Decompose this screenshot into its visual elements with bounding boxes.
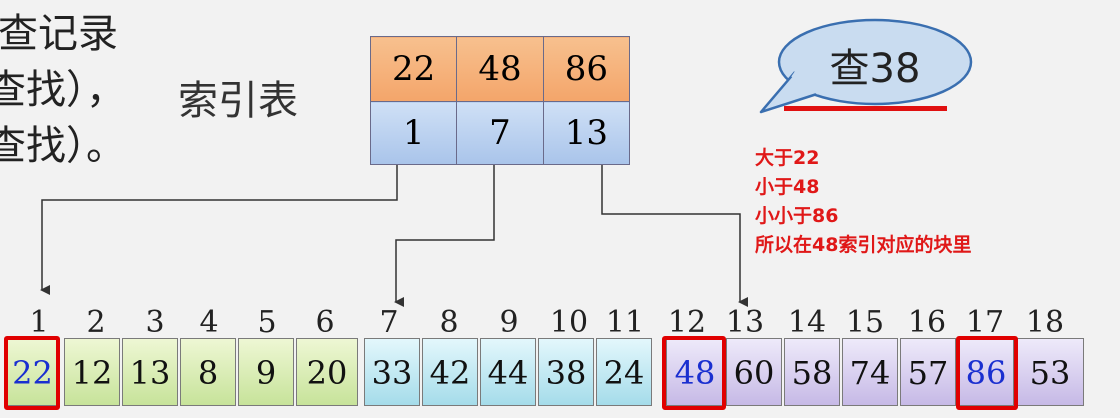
array-cell: 60 [726, 338, 782, 406]
index-start-cell: 7 [456, 101, 544, 165]
array-index: 1 [29, 305, 49, 340]
array-index: 14 [787, 305, 827, 340]
pointer-arrow-block-1 [40, 165, 398, 295]
index-table: 22 48 86 1 7 13 [369, 36, 631, 165]
index-key-cell: 48 [456, 36, 544, 102]
index-start-cell: 1 [369, 101, 458, 165]
array-cell: 9 [238, 338, 294, 406]
array-cell: 58 [784, 338, 840, 406]
array-cell: 22 [7, 338, 58, 406]
array-index: 2 [86, 305, 106, 340]
array-cell: 53 [1016, 338, 1084, 406]
cut-text-line-1: 查记录 [0, 11, 118, 57]
query-text: 查38 [829, 46, 921, 92]
highlight-box-22 [4, 336, 60, 410]
array-cell: 44 [480, 338, 536, 406]
array-index: 17 [965, 305, 1005, 340]
speech-bubble [759, 18, 973, 114]
array-index: 12 [667, 305, 707, 340]
highlight-box-86 [956, 336, 1018, 410]
index-start-row: 1 7 13 [369, 101, 631, 165]
array-cell: 33 [364, 338, 420, 406]
highlight-box-48 [662, 336, 726, 410]
array-index: 5 [257, 305, 277, 340]
explanation-note: 大于22 小于48 小小于86 所以在48索引对应的块里 [755, 144, 971, 260]
array-cell: 20 [296, 338, 358, 406]
array-index: 6 [315, 305, 335, 340]
cut-text-line-3: 查找）。 [0, 123, 126, 169]
index-key-cell: 22 [369, 36, 458, 102]
array-index: 18 [1025, 305, 1065, 340]
explanation-line: 大于22 [755, 147, 820, 169]
index-table-title: 索引表 [178, 78, 298, 124]
index-start-cell: 13 [542, 101, 631, 165]
query-underline [784, 106, 947, 111]
array-cell: 24 [596, 338, 652, 406]
array-index: 9 [499, 305, 519, 340]
index-key-row: 22 48 86 [369, 36, 631, 102]
array-cell: 48 [666, 338, 724, 406]
array-index: 11 [605, 305, 645, 340]
array-index: 13 [725, 305, 765, 340]
array-index: 3 [145, 305, 165, 340]
array-cell: 13 [122, 338, 178, 406]
explanation-line: 所以在48索引对应的块里 [755, 234, 972, 256]
explanation-line: 小于48 [755, 176, 820, 198]
array-cell: 42 [422, 338, 478, 406]
array-cell: 57 [900, 338, 956, 406]
array-index: 15 [845, 305, 885, 340]
array-cell: 8 [180, 338, 236, 406]
pointer-arrow-block-2 [394, 165, 495, 307]
array-index: 7 [379, 305, 399, 340]
cut-text-line-2: 查找）， [0, 67, 126, 113]
array-index: 16 [907, 305, 947, 340]
explanation-line: 小小于86 [755, 205, 839, 227]
array-index: 10 [549, 305, 589, 340]
array-cell: 38 [538, 338, 594, 406]
array-cell: 12 [64, 338, 120, 406]
pointer-arrow-block-3 [601, 165, 748, 307]
array-cell: 74 [842, 338, 898, 406]
array-index: 4 [199, 305, 219, 340]
array-index: 8 [439, 305, 459, 340]
index-key-cell: 86 [542, 36, 631, 102]
